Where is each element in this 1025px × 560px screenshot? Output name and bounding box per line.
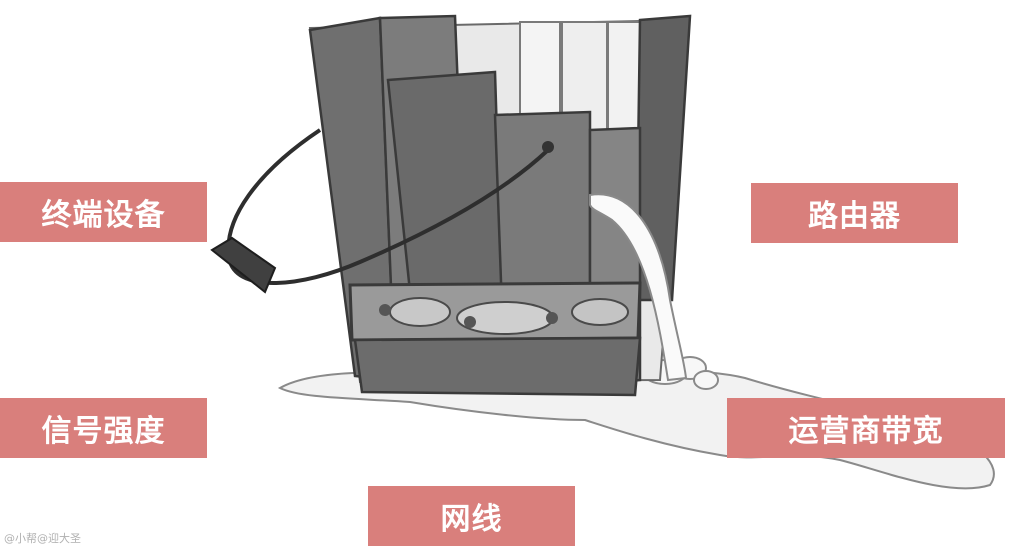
label-signal-strength: 信号强度 [0, 398, 207, 458]
label-network-cable: 网线 [368, 486, 575, 546]
label-router: 路由器 [751, 183, 958, 243]
label-terminal-device: 终端设备 [0, 182, 207, 242]
label-isp-bandwidth: 运营商带宽 [727, 398, 1005, 458]
watermark-text: @小帮@迎大圣 [4, 532, 81, 545]
handle-grip [210, 236, 277, 294]
bucket-handle [226, 128, 550, 285]
water-stream [589, 193, 688, 382]
